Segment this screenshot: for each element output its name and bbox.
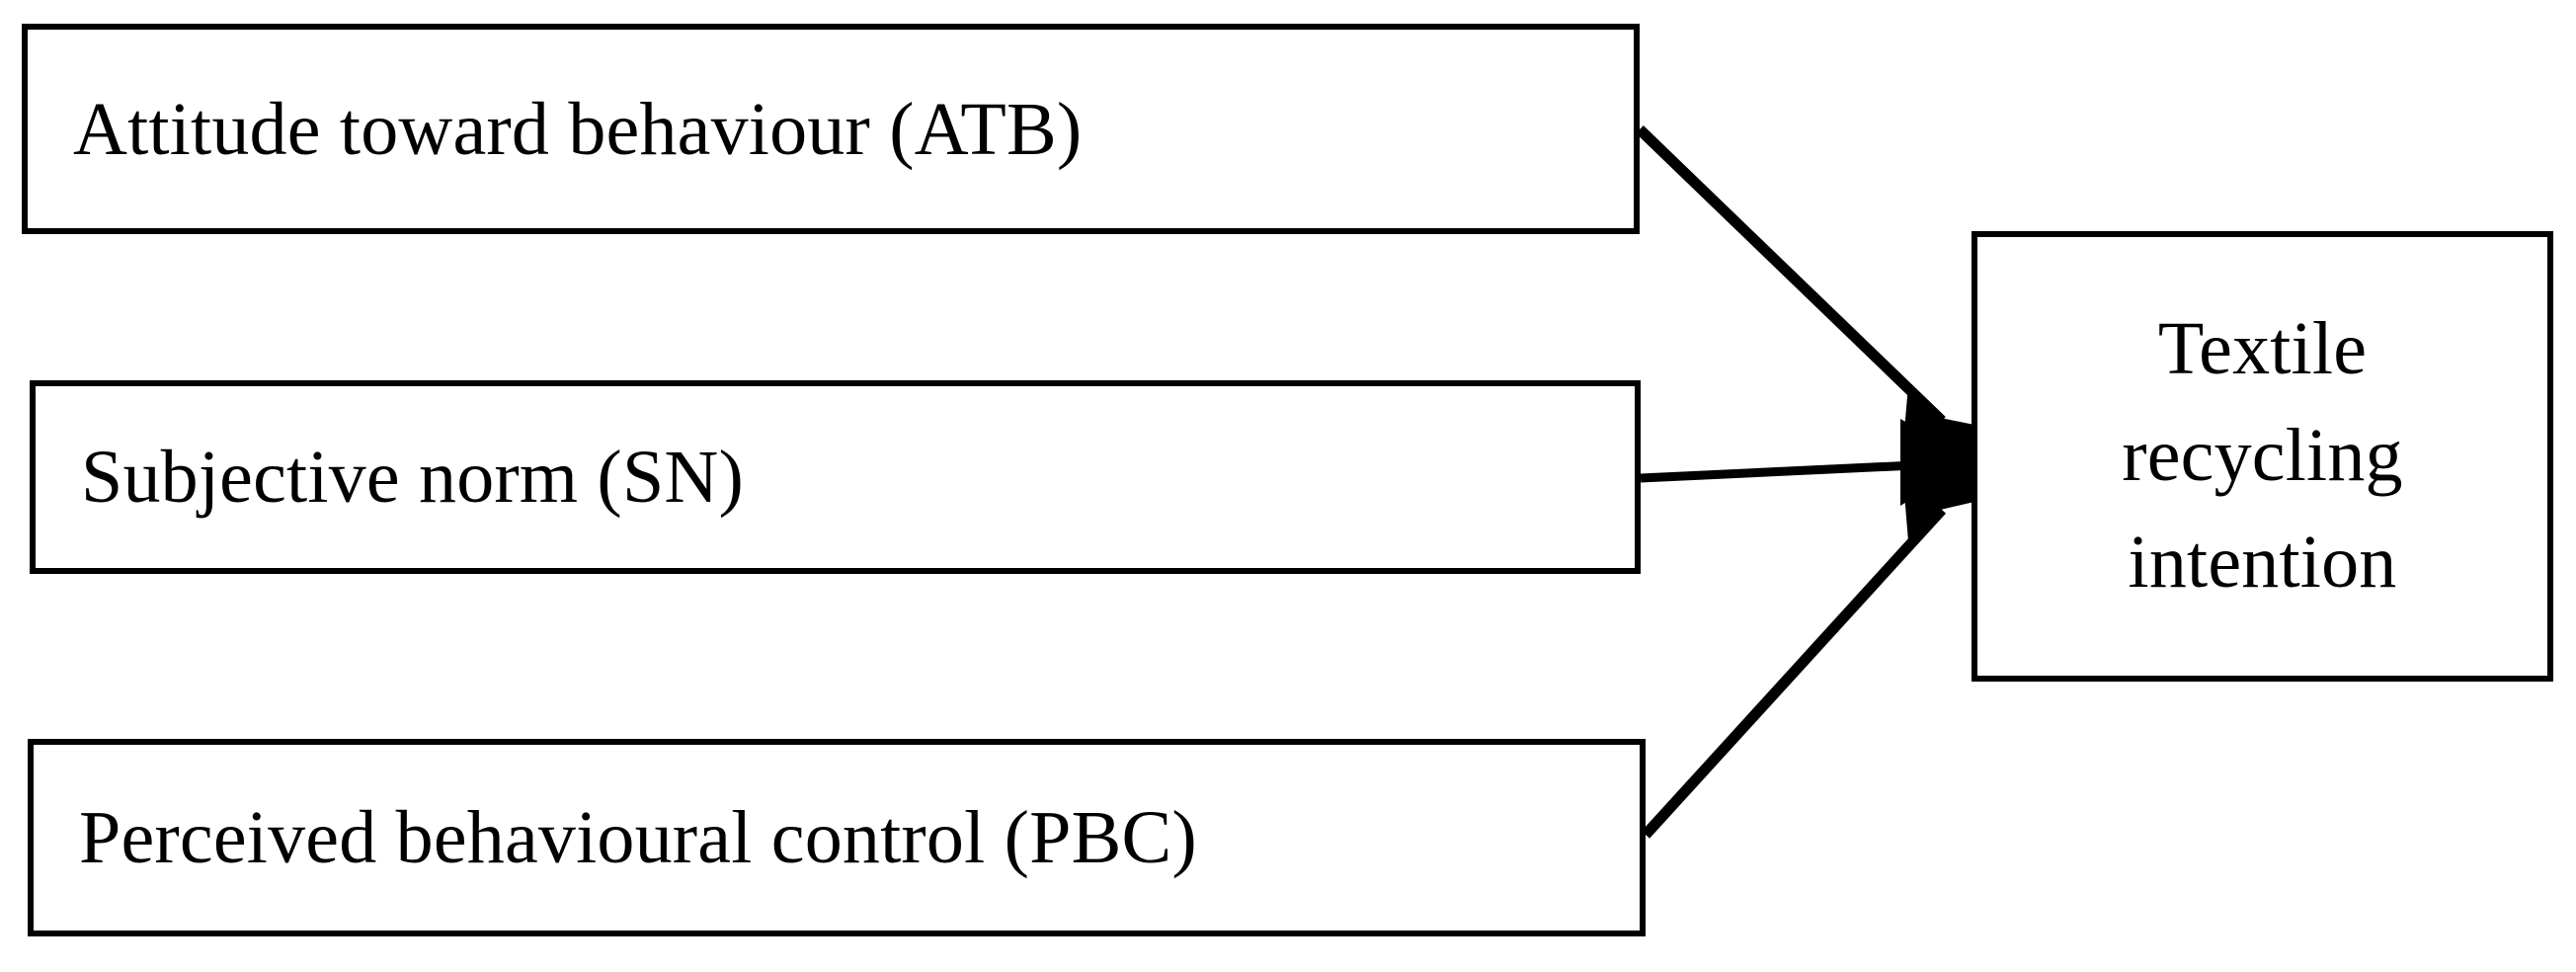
edge-atb-to-intention (1636, 125, 1973, 464)
node-label-sn: Subjective norm (SN) (81, 436, 745, 519)
node-label-textile-recycling-intention: Textile recycling intention (2122, 307, 2403, 604)
node-label-atb: Attitude toward behaviour (ATB) (73, 87, 1083, 171)
edge-sn-to-intention (1640, 419, 1973, 506)
edge-pbc-to-intention (1641, 458, 1973, 839)
node-attitude-toward-behaviour[interactable]: Attitude toward behaviour (ATB) (22, 24, 1640, 234)
node-perceived-behavioural-control[interactable]: Perceived behavioural control (PBC) (28, 739, 1646, 936)
node-label-pbc: Perceived behavioural control (PBC) (79, 796, 1197, 879)
node-subjective-norm[interactable]: Subjective norm (SN) (30, 380, 1641, 574)
node-textile-recycling-intention[interactable]: Textile recycling intention (1972, 231, 2553, 682)
arrowhead-cluster (1906, 411, 1974, 518)
